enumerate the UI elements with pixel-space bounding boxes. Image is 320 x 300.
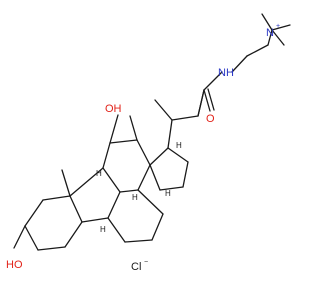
oh-top-label: OH xyxy=(105,103,122,115)
ammonium-charge: + xyxy=(276,23,280,30)
amide-nh-label: NH xyxy=(218,67,234,79)
ring-b-lower xyxy=(107,189,164,243)
h-label-4: H xyxy=(100,225,106,234)
side-chain xyxy=(154,13,291,149)
h-label-2: H xyxy=(132,193,138,202)
oh-bottom-label: HO xyxy=(6,259,23,271)
chloride-label: Cl xyxy=(131,261,141,273)
hydroxyl-12: OH xyxy=(105,103,122,144)
methyl-groups xyxy=(61,115,138,197)
carbonyl-o-label: O xyxy=(206,113,215,125)
molecule-diagram: OH HO O NH N + Cl − xyxy=(6,13,291,273)
h-label-3: H xyxy=(176,141,182,150)
structure-svg: OH HO O NH N + Cl − xyxy=(6,13,291,273)
ring-a xyxy=(24,195,83,251)
hydroxyl-3: HO xyxy=(6,225,26,271)
ring-c xyxy=(102,139,151,193)
ring-d xyxy=(149,147,189,191)
chloride-charge: − xyxy=(144,259,148,266)
h-label-1: H xyxy=(96,169,102,178)
h-label-5: H xyxy=(165,189,171,198)
ammonium-n-label: N xyxy=(266,27,274,39)
ring-b xyxy=(69,167,121,223)
